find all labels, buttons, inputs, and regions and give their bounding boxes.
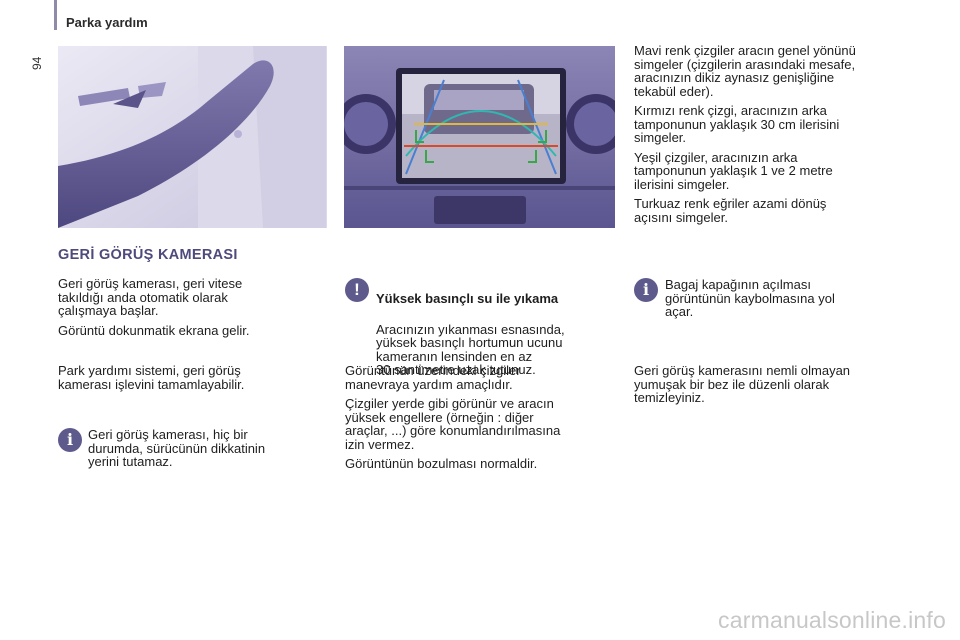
paragraph: Turkuaz renk eğriler azami dönüş açısını…	[634, 196, 827, 225]
paragraph: Çizgiler yerde gibi görünür ve aracın yü…	[345, 396, 561, 452]
info-note: i Bagaj kapağının açılması görüntünün ka…	[634, 278, 914, 328]
paragraph: Görüntünün bozulması normaldir.	[345, 456, 538, 471]
paragraph: Yeşil çizgiler, aracınızın arka tamponun…	[634, 149, 833, 192]
page-number: 94	[30, 56, 44, 70]
info-note-text: Geri görüş kamerası, hiç bir durumda, sü…	[88, 427, 266, 469]
paragraph: Görüntünün üzerindeki çizgiler manevraya…	[345, 363, 521, 392]
column-1-lower: Park yardımı sistemi, geri görüş kameras…	[58, 364, 328, 397]
info-icon: i	[58, 428, 82, 452]
info-icon: i	[634, 278, 658, 302]
info-note-text: Bagaj kapağının açılması görüntünün kayb…	[665, 277, 835, 319]
watermark: carmanualsonline.info	[718, 607, 946, 633]
paragraph: Geri görüş kamerası, geri vitese takıldı…	[58, 276, 243, 318]
paragraph: Mavi renk çizgiler aracın genel yönünü s…	[634, 43, 856, 99]
section-header: Parka yardım	[66, 15, 148, 30]
paragraph: Görüntü dokunmatik ekrana gelir.	[58, 322, 250, 338]
column-2: Görüntünün üzerindeki çizgiler manevraya…	[345, 364, 615, 477]
column-3: Mavi renk çizgiler aracın genel yönünü s…	[634, 44, 914, 230]
camera-screen-photo	[344, 46, 615, 228]
warning-note: ! Yüksek basınçlı su ile yıkama Aracınız…	[345, 278, 615, 376]
warning-title: Yüksek basınçlı su ile yıkama	[376, 290, 559, 306]
info-note: i Geri görüş kamerası, hiç bir durumda, …	[58, 428, 328, 478]
side-bar	[54, 0, 57, 30]
camera-location-photo	[58, 46, 327, 228]
warning-note-body: Yüksek basınçlı su ile yıkama Aracınızın…	[376, 278, 616, 390]
section-title: GERİ GÖRÜŞ KAMERASI	[58, 247, 238, 263]
paragraph: Park yardımı sistemi, geri görüş kameras…	[58, 363, 245, 392]
warning-text: Aracınızın yıkanması esnasında, yüksek b…	[376, 321, 565, 377]
warning-icon: !	[345, 278, 369, 302]
paragraph: Geri görüş kamerasını nemli olmayan yumu…	[634, 363, 851, 405]
column-3-lower: Geri görüş kamerasını nemli olmayan yumu…	[634, 364, 914, 411]
column-1: Geri görüş kamerası, geri vitese takıldı…	[58, 277, 328, 343]
paragraph: Kırmızı renk çizgi, aracınızın arka tamp…	[634, 103, 840, 145]
